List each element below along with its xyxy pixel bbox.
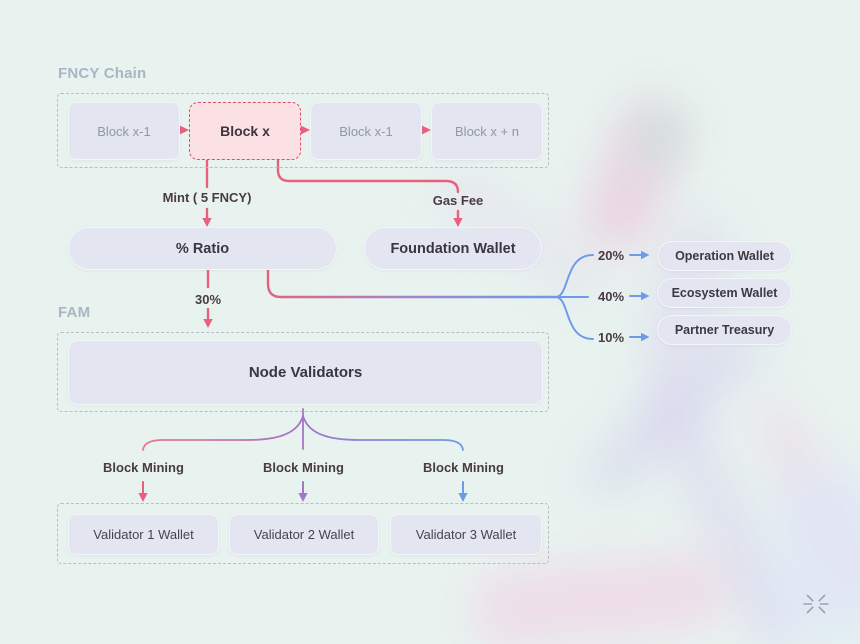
background-glow <box>572 87 698 263</box>
chain-container <box>57 93 549 168</box>
operation-wallet-node: Operation Wallet <box>657 241 792 271</box>
tree-right-branch <box>302 415 464 451</box>
partner-treasury-node: Partner Treasury <box>657 315 792 345</box>
node-validators-node: Node Validators <box>68 340 543 405</box>
mint-label: Mint ( 5 FNCY) <box>162 190 252 205</box>
foundation-wallet-node: Foundation Wallet <box>364 227 542 270</box>
mining-arrowhead-2 <box>298 493 308 502</box>
section-label-fam: FAM <box>58 304 91 321</box>
gas-fee-arrowhead <box>453 218 463 227</box>
gas-fee-label: Gas Fee <box>432 193 484 208</box>
wallet-brace <box>555 254 594 340</box>
background-glow <box>770 470 860 640</box>
section-label-fncy-chain: FNCY Chain <box>58 65 147 82</box>
mining-arrowhead-1 <box>138 493 148 502</box>
validator-wallet-node: Validator 1 Wallet <box>68 514 219 555</box>
ratio-down-arrowhead <box>203 319 213 328</box>
percent-arrowhead <box>641 250 650 342</box>
tree-left-branch <box>142 415 304 451</box>
mint-arrowhead <box>202 218 212 227</box>
validator-wallet-node: Validator 3 Wallet <box>390 514 542 555</box>
branch-percent: 10% <box>597 330 625 345</box>
percent-arrow <box>629 254 642 338</box>
ecosystem-wallet-node: Ecosystem Wallet <box>657 278 792 308</box>
block-node: Block x-1 <box>68 102 180 160</box>
background-glow <box>748 392 860 608</box>
block-node-highlighted: Block x <box>189 102 301 160</box>
ratio-node: % Ratio <box>68 227 337 270</box>
block-node: Block x + n <box>431 102 543 160</box>
ratio-split-line <box>266 266 558 299</box>
validators-share-label: 30% <box>194 292 222 307</box>
branch-percent: 40% <box>597 289 625 304</box>
background-glow <box>638 375 806 644</box>
branch-percent: 20% <box>597 248 625 263</box>
fncy-logo-icon <box>803 594 829 614</box>
block-node: Block x-1 <box>310 102 422 160</box>
node-validators-container <box>57 332 549 412</box>
block-mining-label: Block Mining <box>423 460 504 475</box>
block-mining-label: Block Mining <box>103 460 184 475</box>
validator-wallet-node: Validator 2 Wallet <box>229 514 379 555</box>
background-glow <box>627 101 691 175</box>
mining-arrowhead-3 <box>458 493 468 502</box>
validator-wallets-container <box>57 503 549 564</box>
block-mining-label: Block Mining <box>263 460 344 475</box>
